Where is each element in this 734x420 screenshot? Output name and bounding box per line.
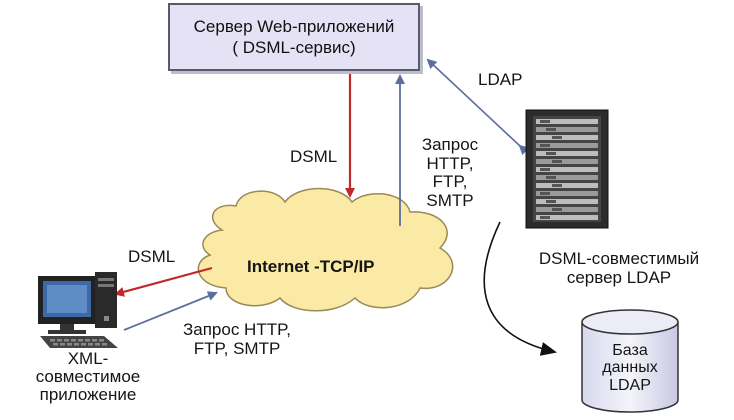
web-server-subtitle: ( DSML-сервис) xyxy=(232,38,356,57)
client-app-label: XML- совместимое приложение xyxy=(35,349,141,404)
request-arrow-client-to-cloud xyxy=(123,291,218,331)
web-server-title: Сервер Web-приложений xyxy=(193,16,395,36)
ldap-server-label: DSML-совместимый сервер LDAP xyxy=(538,249,700,287)
dsml-label-top: DSML xyxy=(290,147,338,166)
dsml-label-left: DSML xyxy=(128,247,176,266)
client-computer-icon xyxy=(38,272,118,348)
ldap-to-database-arrow xyxy=(483,221,557,356)
database-label: База данных LDAP xyxy=(602,342,658,394)
ldap-label: LDAP xyxy=(478,70,523,89)
ldap-server-rack-icon xyxy=(525,109,609,229)
internet-cloud xyxy=(197,187,454,312)
web-app-server-box: Сервер Web-приложений ( DSML-сервис) xyxy=(168,3,420,71)
cloud-label: Internet -TCP/IP xyxy=(247,257,375,276)
request-label-top: Запрос HTTP, FTP, SMTP xyxy=(421,135,479,211)
dsml-arrow-cloud-to-client xyxy=(114,266,213,297)
database-cylinder-icon xyxy=(581,309,679,413)
ldap-arrow xyxy=(426,58,530,156)
request-label-bottom: Запрос HTTP, FTP, SMTP xyxy=(183,320,291,358)
